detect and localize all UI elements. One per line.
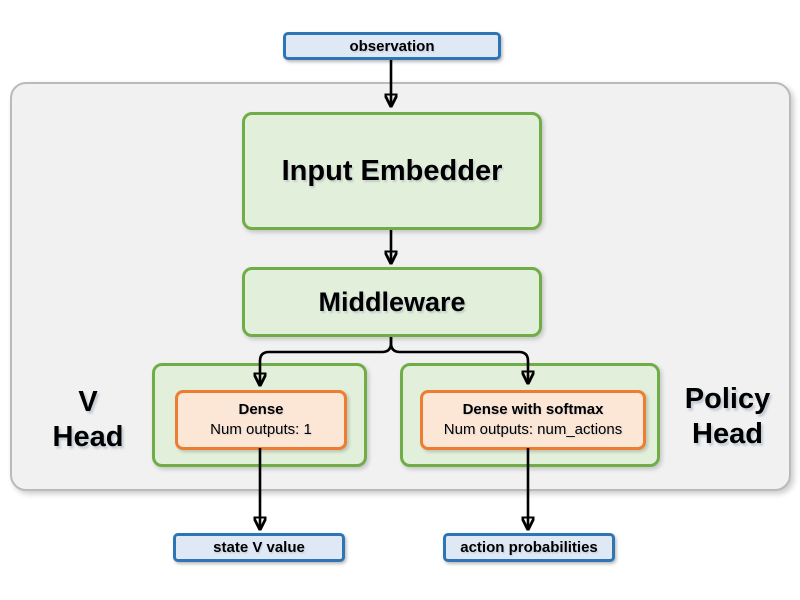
- v-head-label: V Head: [28, 385, 148, 455]
- input-embedder-node: Input Embedder: [242, 112, 542, 230]
- dense-v-subtitle: Num outputs: 1: [210, 421, 312, 438]
- policy-head-label-line2: Head: [692, 418, 763, 450]
- policy-head-label-line1: Policy: [684, 383, 771, 415]
- dense-v-node: Dense Num outputs: 1: [175, 390, 347, 450]
- policy-head-label: Policy Head: [655, 382, 800, 452]
- middleware-node: Middleware: [242, 267, 542, 337]
- dense-policy-subtitle: Num outputs: num_actions: [443, 421, 623, 438]
- state-v-value-label: state V value: [213, 539, 305, 556]
- v-head-container: Dense Num outputs: 1: [152, 363, 367, 467]
- v-head-label-line1: V: [78, 386, 98, 418]
- dense-v-title: Dense: [238, 401, 284, 418]
- dense-policy-title: Dense with softmax: [462, 401, 604, 418]
- state-v-value-node: state V value: [173, 533, 345, 562]
- action-probabilities-label: action probabilities: [460, 539, 598, 556]
- input-embedder-label: Input Embedder: [281, 154, 503, 187]
- middleware-label: Middleware: [318, 286, 466, 317]
- action-probabilities-node: action probabilities: [443, 533, 615, 562]
- observation-node: observation: [283, 32, 501, 60]
- policy-head-container: Dense with softmax Num outputs: num_acti…: [400, 363, 660, 467]
- v-head-label-line2: Head: [52, 421, 124, 453]
- dense-policy-node: Dense with softmax Num outputs: num_acti…: [420, 390, 646, 450]
- observation-label: observation: [349, 37, 435, 55]
